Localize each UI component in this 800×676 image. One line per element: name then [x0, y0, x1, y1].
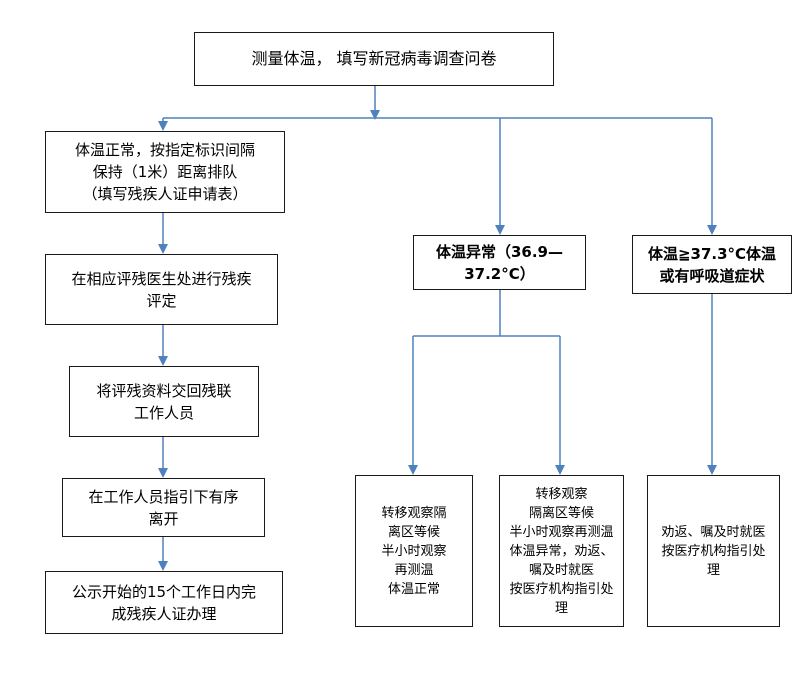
assessment-line-1: 在相应评残医生处进行残疾: [71, 269, 252, 288]
obs-normal-line-1: 转移观察隔: [381, 505, 447, 521]
obs-normal-line-2: 离区等候: [387, 524, 440, 540]
normal-temp-box: 体温正常，按指定标识间隔 保持（1米）距离排队 （填写残疾人证申请表）: [45, 131, 285, 213]
observation-normal-box: 转移观察隔 离区等候 半小时观察 再测温 体温正常: [355, 475, 473, 627]
orderly-leave-box: 在工作人员指引下有序 离开: [62, 478, 265, 537]
abnormal-temp-box: 体温异常（36.9— 37.2°C）: [413, 235, 586, 290]
certificate-box: 公示开始的15个工作日内完 成残疾人证办理: [45, 571, 283, 634]
normal-temp-line-3: （填写残疾人证申请表）: [82, 185, 248, 203]
obs-normal-line-5: 体温正常: [387, 581, 440, 597]
obs-abnormal-line-7: 理: [554, 600, 568, 616]
normal-temp-line-1: 体温正常，按指定标识间隔: [74, 141, 255, 159]
abnormal-temp-line-2: 37.2°C）: [464, 264, 535, 283]
fever-symptoms-box: 体温≧37.3°C体温 或有呼吸道症状: [632, 235, 792, 294]
refer-line-3: 理: [706, 562, 720, 578]
abnormal-temp-line-1: 体温异常（36.9—: [435, 242, 563, 261]
return-materials-line-1: 将评残资料交回残联: [96, 381, 232, 400]
return-materials-line-2: 工作人员: [133, 403, 194, 422]
refer-line-2: 按医疗机构指引处: [661, 543, 766, 559]
return-materials-box: 将评残资料交回残联 工作人员: [69, 366, 259, 437]
certificate-line-1: 公示开始的15个工作日内完: [71, 582, 257, 601]
fever-line-2: 或有呼吸道症状: [659, 266, 765, 285]
start-box-text: 测量体温， 填写新冠病毒调查问卷: [251, 49, 497, 68]
start-box: 测量体温， 填写新冠病毒调查问卷: [194, 32, 554, 86]
orderly-leave-line-2: 离开: [148, 509, 179, 528]
obs-abnormal-line-5: 嘱及时就医: [528, 562, 594, 578]
observation-abnormal-box: 转移观察 隔离区等候 半小时观察再测温 体温异常，劝返、 嘱及时就医 按医疗机构…: [499, 475, 624, 627]
obs-normal-line-3: 半小时观察: [381, 543, 447, 559]
disability-assessment-box: 在相应评残医生处进行残疾 评定: [45, 254, 278, 325]
obs-normal-line-4: 再测温: [394, 562, 434, 578]
fever-line-1: 体温≧37.3°C体温: [647, 244, 777, 263]
obs-abnormal-line-6: 按医疗机构指引处: [509, 581, 614, 597]
refer-line-1: 劝返、嘱及时就医: [661, 524, 766, 540]
normal-temp-line-2: 保持（1米）距离排队: [92, 163, 238, 181]
orderly-leave-line-1: 在工作人员指引下有序: [88, 487, 239, 506]
certificate-line-2: 成残疾人证办理: [111, 604, 217, 623]
obs-abnormal-line-1: 转移观察: [535, 486, 588, 502]
refer-medical-box: 劝返、嘱及时就医 按医疗机构指引处 理: [647, 475, 780, 627]
assessment-line-2: 评定: [146, 291, 177, 310]
obs-abnormal-line-2: 隔离区等候: [528, 505, 594, 521]
obs-abnormal-line-3: 半小时观察再测温: [509, 524, 614, 540]
obs-abnormal-line-4: 体温异常，劝返、: [509, 543, 614, 559]
